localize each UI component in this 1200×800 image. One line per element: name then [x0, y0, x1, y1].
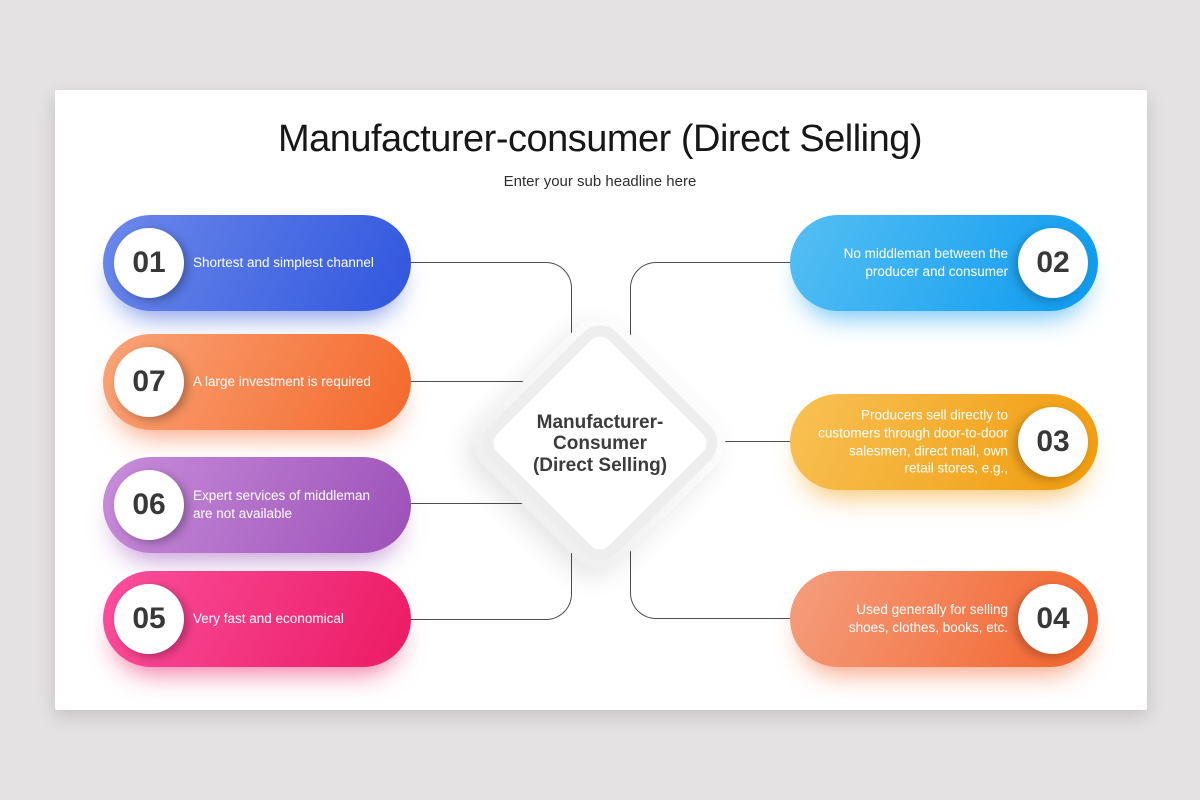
item-pill-01: 01 Shortest and simplest channel: [103, 215, 411, 311]
item-number: 07: [132, 365, 166, 398]
item-text-06: Expert services of middleman are not ava…: [193, 488, 371, 521]
item-number-badge-06: 06: [114, 470, 184, 540]
item-number-badge-03: 03: [1018, 407, 1088, 477]
item-number: 05: [132, 602, 166, 635]
item-number-badge-05: 05: [114, 584, 184, 654]
connector-item-07: [411, 381, 551, 384]
item-number-badge-04: 04: [1018, 584, 1088, 654]
item-number-badge-07: 07: [114, 347, 184, 417]
item-number-badge-01: 01: [114, 228, 184, 298]
item-text-01: Shortest and simplest channel: [193, 255, 374, 271]
item-text-05: Very fast and economical: [193, 611, 344, 627]
connector-item-06: [411, 503, 551, 506]
connector-item-03: [700, 441, 790, 444]
item-text-04: Used generally for selling shoes, clothe…: [848, 602, 1008, 635]
page-subtitle: Enter your sub headline here: [503, 173, 697, 190]
item-pill-06: 06 Expert services of middleman are not …: [103, 457, 411, 553]
item-number: 02: [1036, 246, 1070, 279]
item-pill-05: 05 Very fast and economical: [103, 571, 411, 667]
page-title: Manufacturer-consumer (Direct Selling): [277, 118, 923, 160]
item-number: 01: [132, 246, 166, 279]
item-pill-04: 04 Used generally for selling shoes, clo…: [790, 571, 1098, 667]
item-number: 03: [1036, 425, 1070, 458]
item-number-badge-02: 02: [1018, 228, 1088, 298]
item-pill-07: 07 A large investment is required: [103, 334, 411, 430]
item-number: 06: [132, 488, 166, 521]
item-text-07: A large investment is required: [193, 374, 371, 390]
item-pill-02: 02 No middleman between the producer and…: [790, 215, 1098, 311]
item-number: 04: [1036, 602, 1070, 635]
item-text-02: No middleman between the producer and co…: [843, 246, 1008, 279]
item-text-03: Producers sell directly to customers thr…: [818, 407, 1008, 476]
center-diamond-label: Manufacturer- Consumer (Direct Selling): [532, 412, 668, 476]
item-pill-03: 03 Producers sell directly to customers …: [790, 394, 1098, 490]
